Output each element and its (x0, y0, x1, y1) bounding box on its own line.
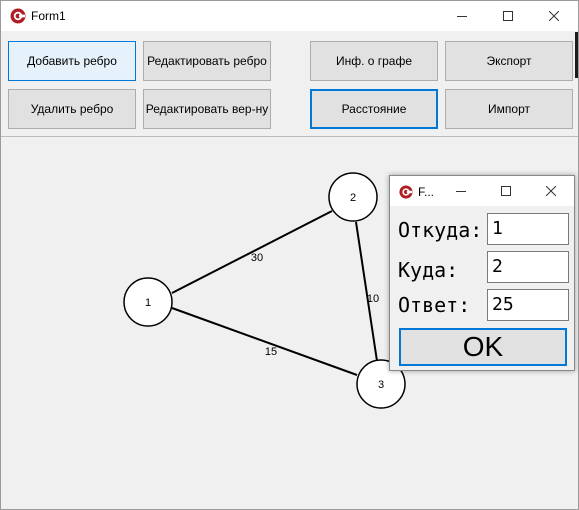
edge-weights-layer: 30 10 15 (251, 252, 379, 358)
graph-node[interactable]: 2 (328, 172, 378, 222)
graph-edge (171, 307, 358, 376)
graph-node[interactable]: 1 (123, 277, 173, 327)
edit-vertex-button[interactable]: Редактировать вер-ну (143, 89, 271, 129)
edge-weight: 10 (367, 293, 379, 305)
dialog-close-button[interactable] (529, 176, 573, 206)
scrollbar[interactable] (575, 32, 578, 78)
import-button[interactable]: Импорт (445, 89, 573, 129)
from-field[interactable]: 1 (487, 213, 569, 245)
answer-label: Ответ: (398, 293, 471, 317)
to-field[interactable]: 2 (487, 251, 569, 283)
maximize-button[interactable] (485, 1, 531, 31)
app-logo-icon (10, 8, 26, 24)
close-button[interactable] (531, 1, 577, 31)
dialog-title: F... (418, 185, 435, 199)
title-bar[interactable]: Form1 (1, 1, 578, 31)
app-logo-icon (399, 185, 413, 199)
edges-layer (171, 210, 378, 376)
close-icon (546, 186, 556, 196)
from-label: Откуда: (398, 218, 483, 242)
distance-button[interactable]: Расстояние (310, 89, 438, 129)
answer-field[interactable]: 25 (487, 289, 569, 321)
node-label: 1 (145, 297, 151, 309)
close-icon (549, 11, 559, 21)
dialog-title-bar[interactable]: F... (390, 176, 574, 206)
to-label: Куда: (398, 258, 459, 282)
export-button[interactable]: Экспорт (445, 41, 573, 81)
edge-weight: 30 (251, 252, 263, 264)
toolbar-divider (1, 136, 578, 137)
dialog-minimize-button[interactable] (439, 176, 483, 206)
minimize-icon (457, 16, 467, 17)
node-label: 3 (378, 379, 384, 391)
maximize-icon (501, 186, 511, 196)
distance-dialog: F... Откуда: 1 Куда: 2 Ответ: 25 OK (389, 175, 575, 371)
graph-node[interactable]: 3 (356, 359, 406, 409)
ok-button[interactable]: OK (399, 328, 567, 366)
minimize-button[interactable] (439, 1, 485, 31)
edit-edge-button[interactable]: Редактировать ребро (143, 41, 271, 81)
maximize-icon (503, 11, 513, 21)
minimize-icon (456, 191, 466, 192)
window-title: Form1 (31, 9, 66, 23)
edge-weight: 15 (265, 346, 277, 358)
graph-edge (171, 210, 333, 294)
delete-edge-button[interactable]: Удалить ребро (8, 89, 136, 129)
graph-canvas[interactable]: 30 10 15 1 2 3 (1, 137, 578, 509)
graph-edge (355, 221, 378, 362)
node-label: 2 (350, 192, 356, 204)
add-edge-button[interactable]: Добавить ребро (8, 41, 136, 81)
graph-info-button[interactable]: Инф. о графе (310, 41, 438, 81)
dialog-maximize-button[interactable] (484, 176, 528, 206)
